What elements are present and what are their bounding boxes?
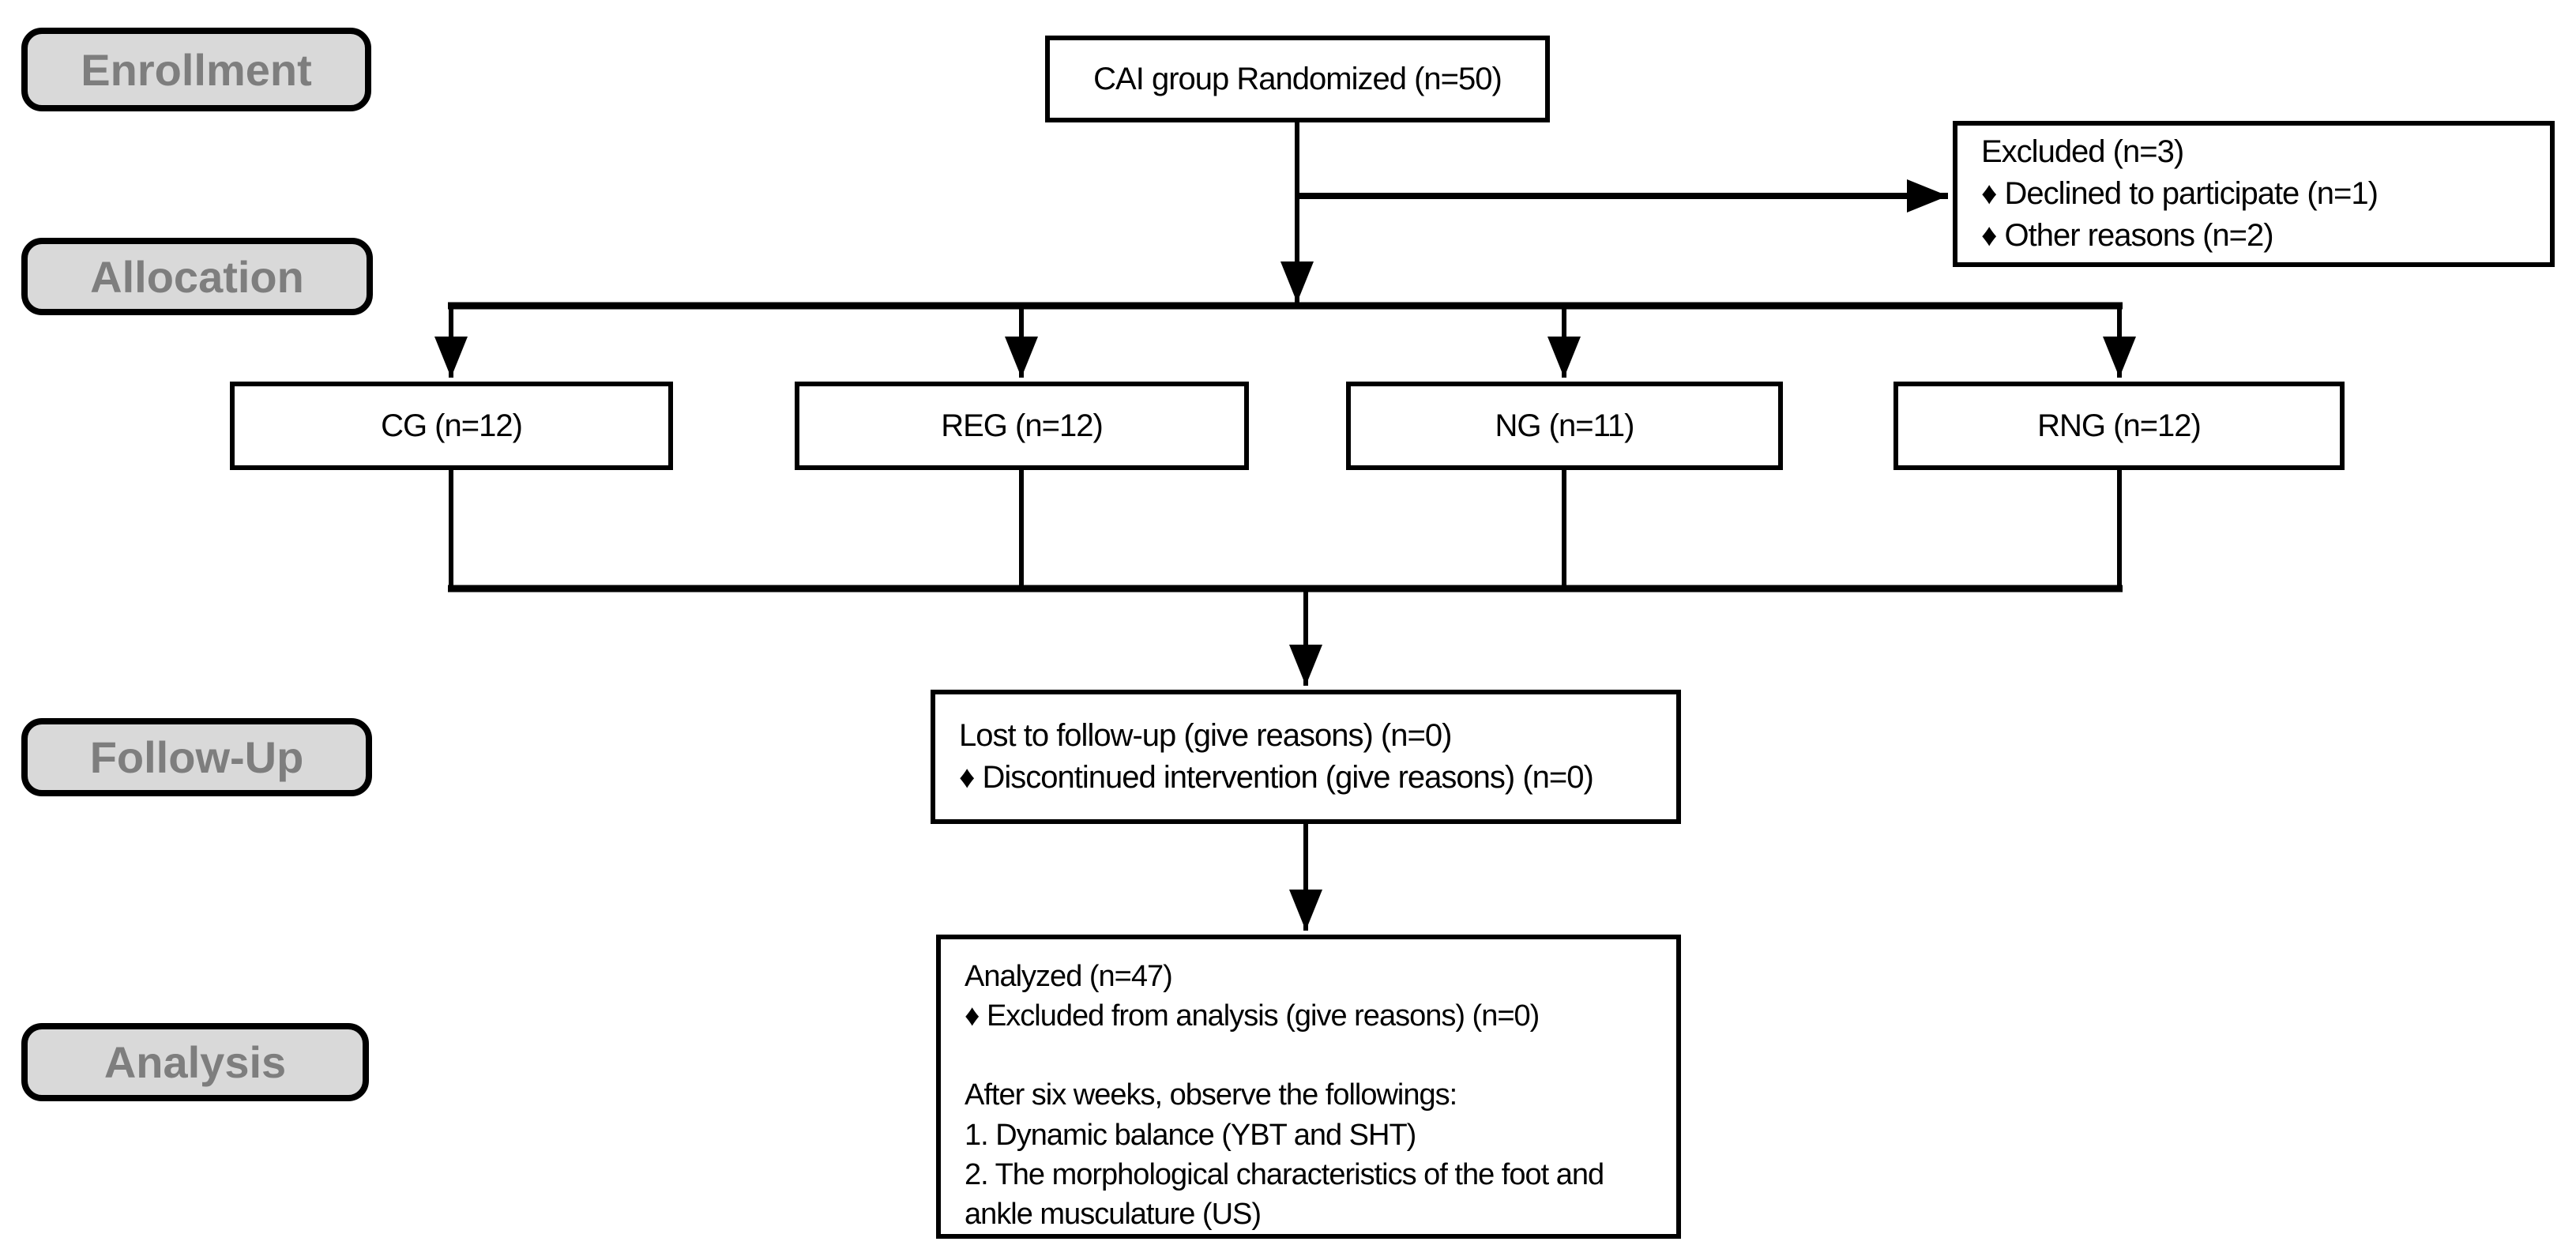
excluded-box: Excluded (n=3) ♦ Declined to participate… [1953,121,2555,267]
excluded-box-title: Excluded (n=3) [1981,134,2184,170]
group-box-reg: REG (n=12) [795,382,1249,470]
analysis-box-line: 1. Dynamic balance (YBT and SHT) [965,1118,1416,1152]
group-box-ng-text: NG (n=11) [1495,408,1635,443]
analysis-box: Analyzed (n=47) ♦ Excluded from analysis… [936,935,1681,1239]
randomized-box: CAI group Randomized (n=50) [1045,36,1550,122]
stage-label-analysis: Analysis [21,1023,369,1101]
stage-label-analysis-text: Analysis [103,1037,287,1087]
follow-up-box-line: ♦ Discontinued intervention (give reason… [959,760,1594,795]
excluded-box-line: ♦ Other reasons (n=2) [1981,217,2274,253]
stage-label-allocation-text: Allocation [90,251,304,302]
group-box-cg: CG (n=12) [230,382,673,470]
randomized-box-text: CAI group Randomized (n=50) [1093,61,1502,96]
analysis-box-line: After six weeks, observe the followings: [965,1078,1457,1112]
follow-up-box: Lost to follow-up (give reasons) (n=0) ♦… [931,690,1681,824]
group-box-rng: RNG (n=12) [1893,382,2345,470]
group-box-reg-text: REG (n=12) [941,408,1104,443]
analysis-box-spacer [965,1036,1668,1075]
stage-label-allocation: Allocation [21,238,373,315]
stage-label-follow-up-text: Follow-Up [89,732,304,782]
analysis-box-line: 2. The morphological characteristics of … [965,1157,1604,1231]
stage-label-enrollment: Enrollment [21,28,371,111]
excluded-box-line: ♦ Declined to participate (n=1) [1981,176,2379,212]
follow-up-box-title: Lost to follow-up (give reasons) (n=0) [959,718,1452,754]
analysis-box-line: ♦ Excluded from analysis (give reasons) … [965,999,1540,1033]
analysis-box-title: Analyzed (n=47) [965,960,1173,993]
group-box-rng-text: RNG (n=12) [2037,408,2202,443]
stage-label-follow-up: Follow-Up [21,718,372,796]
group-box-ng: NG (n=11) [1346,382,1783,470]
group-box-cg-text: CG (n=12) [381,408,523,443]
stage-label-enrollment-text: Enrollment [81,44,312,95]
